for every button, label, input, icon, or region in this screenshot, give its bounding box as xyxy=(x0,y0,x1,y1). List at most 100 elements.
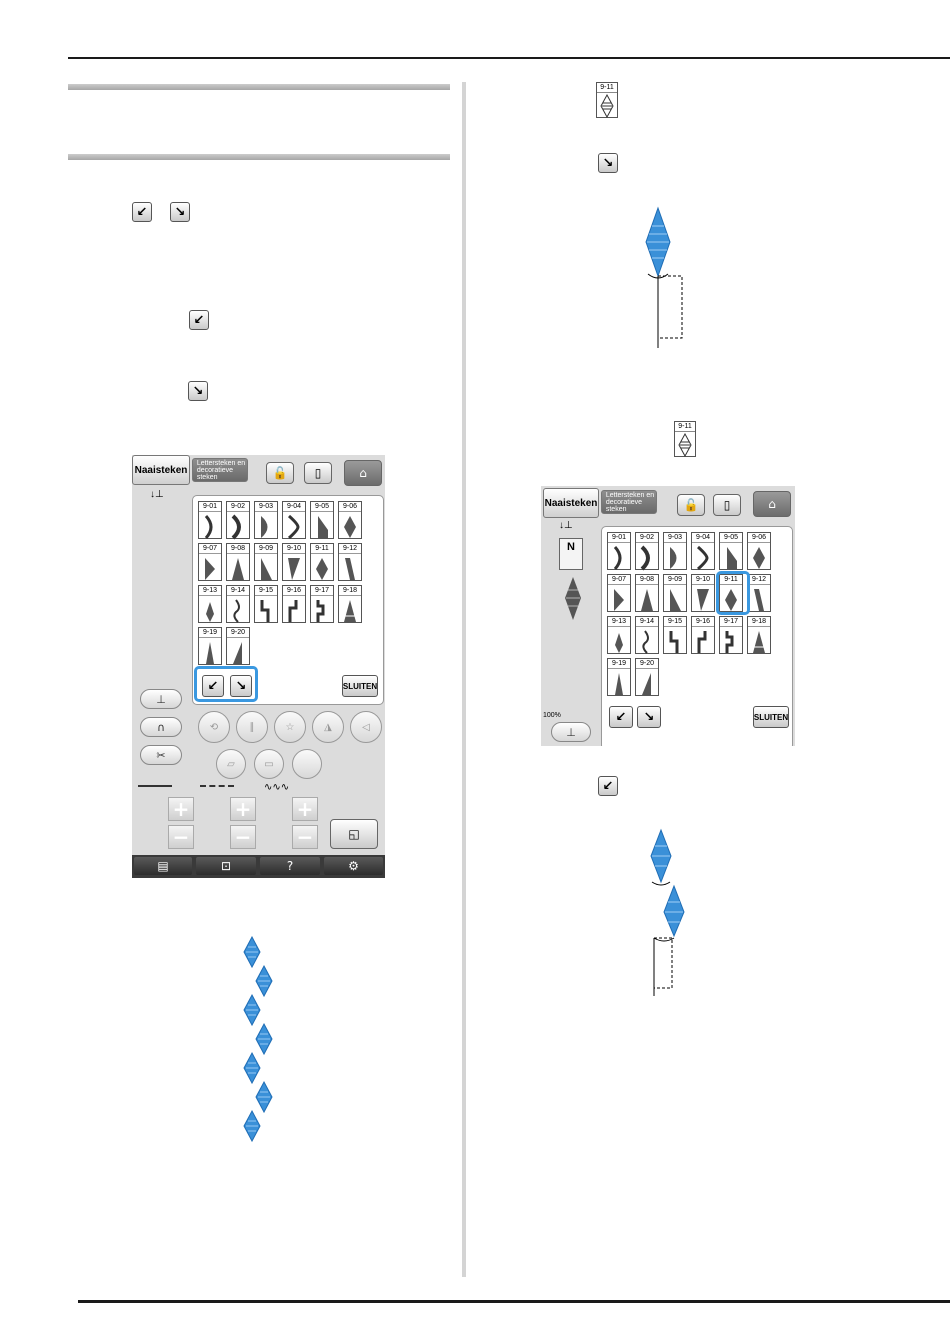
image-button[interactable]: ▭ xyxy=(254,749,284,779)
memory-button[interactable]: ◱ xyxy=(330,819,378,849)
right-pattern-key-9-08[interactable]: 9-08 xyxy=(635,574,659,612)
stitch-result-diamonds xyxy=(243,936,273,1143)
right-pattern-key-9-09[interactable]: 9-09 xyxy=(663,574,687,612)
tab-utility-stitches-right[interactable]: Naaisteken xyxy=(543,488,599,518)
left-pattern-key-9-09[interactable]: 9-09 xyxy=(254,543,278,581)
left-pattern-key-9-02[interactable]: 9-02 xyxy=(226,501,250,540)
lock-button[interactable]: 🔓 xyxy=(266,462,294,484)
left-pattern-key-9-16[interactable]: 9-16 xyxy=(282,585,306,623)
settings-button[interactable]: ⚙ xyxy=(324,857,383,875)
eraser-button[interactable]: ▱ xyxy=(216,749,246,779)
right-pattern-key-9-04[interactable]: 9-04 xyxy=(691,532,715,571)
left-pattern-key-9-06[interactable]: 9-06 xyxy=(338,501,362,539)
arrow-down-left-button-2[interactable]: ↙ xyxy=(189,310,209,330)
pattern-code-label: 9-10 xyxy=(283,544,305,554)
right-pattern-key-9-05[interactable]: 9-05 xyxy=(719,532,743,570)
left-pattern-key-9-18[interactable]: 9-18 xyxy=(338,585,362,623)
close-button-right[interactable]: SLUITEN xyxy=(753,706,789,728)
pattern-code-label: 9-04 xyxy=(283,502,305,512)
right-pattern-key-9-17[interactable]: 9-17 xyxy=(719,616,743,654)
density-button[interactable]: ◁ xyxy=(350,711,382,743)
right-pattern-key-9-01[interactable]: 9-01 xyxy=(607,532,631,571)
presser-foot-button[interactable]: ⊥ xyxy=(140,689,182,709)
diag-left-button-right[interactable]: ↙ xyxy=(609,706,633,728)
pattern-code-label: 9-09 xyxy=(664,575,686,585)
left-pattern-key-9-10[interactable]: 9-10 xyxy=(282,543,306,581)
diag-left-button[interactable]: ↙ xyxy=(202,675,224,697)
stitch-shape-icon xyxy=(725,589,737,611)
left-pattern-key-9-19[interactable]: 9-19 xyxy=(198,627,222,665)
lock-button-right[interactable]: 🔓 xyxy=(677,494,705,516)
left-pattern-key-9-04[interactable]: 9-04 xyxy=(282,501,306,540)
left-pattern-key-9-13[interactable]: 9-13 xyxy=(198,585,222,623)
left-pattern-key-9-20[interactable]: 9-20 xyxy=(226,627,250,665)
book-button[interactable]: ▯ xyxy=(304,462,332,484)
left-pattern-key-9-07[interactable]: 9-07 xyxy=(198,543,222,581)
right-pattern-key-9-16[interactable]: 9-16 xyxy=(691,616,715,654)
arrow-down-right-button[interactable]: ↘ xyxy=(170,202,190,222)
pattern-code-label: 9-07 xyxy=(608,575,630,585)
stitched-diamond xyxy=(243,1109,261,1143)
tension-minus-button[interactable]: − xyxy=(292,825,318,849)
blank-round-button[interactable] xyxy=(292,749,322,779)
diag-right-button[interactable]: ↘ xyxy=(230,675,252,697)
arrow-down-right-button-3[interactable]: ↘ xyxy=(598,153,618,173)
right-pattern-key-9-20[interactable]: 9-20 xyxy=(635,658,659,696)
home-button-right[interactable]: ⌂ xyxy=(753,491,791,517)
right-pattern-key-9-11[interactable]: 9-11 xyxy=(719,574,743,612)
reverse-button[interactable]: ∩ xyxy=(140,717,182,737)
pattern-key-9-11-b[interactable]: 9-11 xyxy=(674,421,696,457)
stitch-shape-icon xyxy=(642,630,649,654)
book-button-right[interactable]: ▯ xyxy=(713,494,741,516)
right-pattern-key-9-19[interactable]: 9-19 xyxy=(607,658,631,696)
arrow-down-right-button-2[interactable]: ↘ xyxy=(188,381,208,401)
help-button[interactable]: ? xyxy=(260,857,320,875)
left-pattern-key-9-01[interactable]: 9-01 xyxy=(198,501,222,540)
left-pattern-key-9-11[interactable]: 9-11 xyxy=(310,543,334,581)
left-pattern-key-9-08[interactable]: 9-08 xyxy=(226,543,250,581)
stitch-diagram-double xyxy=(650,828,685,996)
right-pattern-key-9-02[interactable]: 9-02 xyxy=(635,532,659,571)
right-pattern-key-9-13[interactable]: 9-13 xyxy=(607,616,631,654)
left-pattern-key-9-14[interactable]: 9-14 xyxy=(226,585,250,623)
home-button[interactable]: ⌂ xyxy=(344,460,382,486)
spacing-button[interactable]: ∥ xyxy=(236,711,268,743)
right-pattern-key-9-15[interactable]: 9-15 xyxy=(663,616,687,654)
image-icon: ▭ xyxy=(264,758,274,770)
close-button[interactable]: SLUITEN xyxy=(342,675,378,697)
tab-utility-stitches[interactable]: Naaisteken xyxy=(132,455,190,485)
pattern-code-label: 9-01 xyxy=(199,502,221,512)
right-pattern-key-9-12[interactable]: 9-12 xyxy=(747,574,771,612)
right-pattern-key-9-10[interactable]: 9-10 xyxy=(691,574,715,612)
left-pattern-key-9-17[interactable]: 9-17 xyxy=(310,585,334,623)
mirror-button[interactable]: ⟲ xyxy=(198,711,230,743)
stitch-shape-icon xyxy=(206,602,214,622)
right-pattern-key-9-03[interactable]: 9-03 xyxy=(663,532,687,570)
width-plus-button[interactable]: + xyxy=(168,797,194,821)
right-pattern-key-9-06[interactable]: 9-06 xyxy=(747,532,771,570)
left-pattern-key-9-05[interactable]: 9-05 xyxy=(310,501,334,539)
page-button[interactable]: ▤ xyxy=(134,857,192,875)
left-pattern-key-9-15[interactable]: 9-15 xyxy=(254,585,278,623)
thread-cutter-button[interactable]: ✂ xyxy=(140,745,182,765)
diag-right-button-right[interactable]: ↘ xyxy=(637,706,661,728)
tension-plus-button[interactable]: + xyxy=(292,797,318,821)
width-minus-button[interactable]: − xyxy=(168,825,194,849)
machine-button[interactable]: ⊡ xyxy=(196,857,256,875)
arrow-down-left-button-3[interactable]: ↙ xyxy=(598,776,618,796)
left-pattern-key-9-03[interactable]: 9-03 xyxy=(254,501,278,539)
length-minus-button[interactable]: − xyxy=(230,825,256,849)
flip-button[interactable]: ◮ xyxy=(312,711,344,743)
pattern-key-9-11[interactable]: 9-11 xyxy=(596,82,618,118)
pattern-code-label: 9-15 xyxy=(664,617,686,627)
arrow-down-left-button[interactable]: ↙ xyxy=(132,202,152,222)
right-pattern-key-9-18[interactable]: 9-18 xyxy=(747,616,771,654)
length-plus-button[interactable]: + xyxy=(230,797,256,821)
presser-foot-button-right[interactable]: ⊥ xyxy=(551,722,591,742)
right-pattern-key-9-14[interactable]: 9-14 xyxy=(635,616,659,654)
right-pattern-key-9-07[interactable]: 9-07 xyxy=(607,574,631,612)
left-pattern-key-9-12[interactable]: 9-12 xyxy=(338,543,362,581)
repeat-button[interactable]: ☆ xyxy=(274,711,306,743)
